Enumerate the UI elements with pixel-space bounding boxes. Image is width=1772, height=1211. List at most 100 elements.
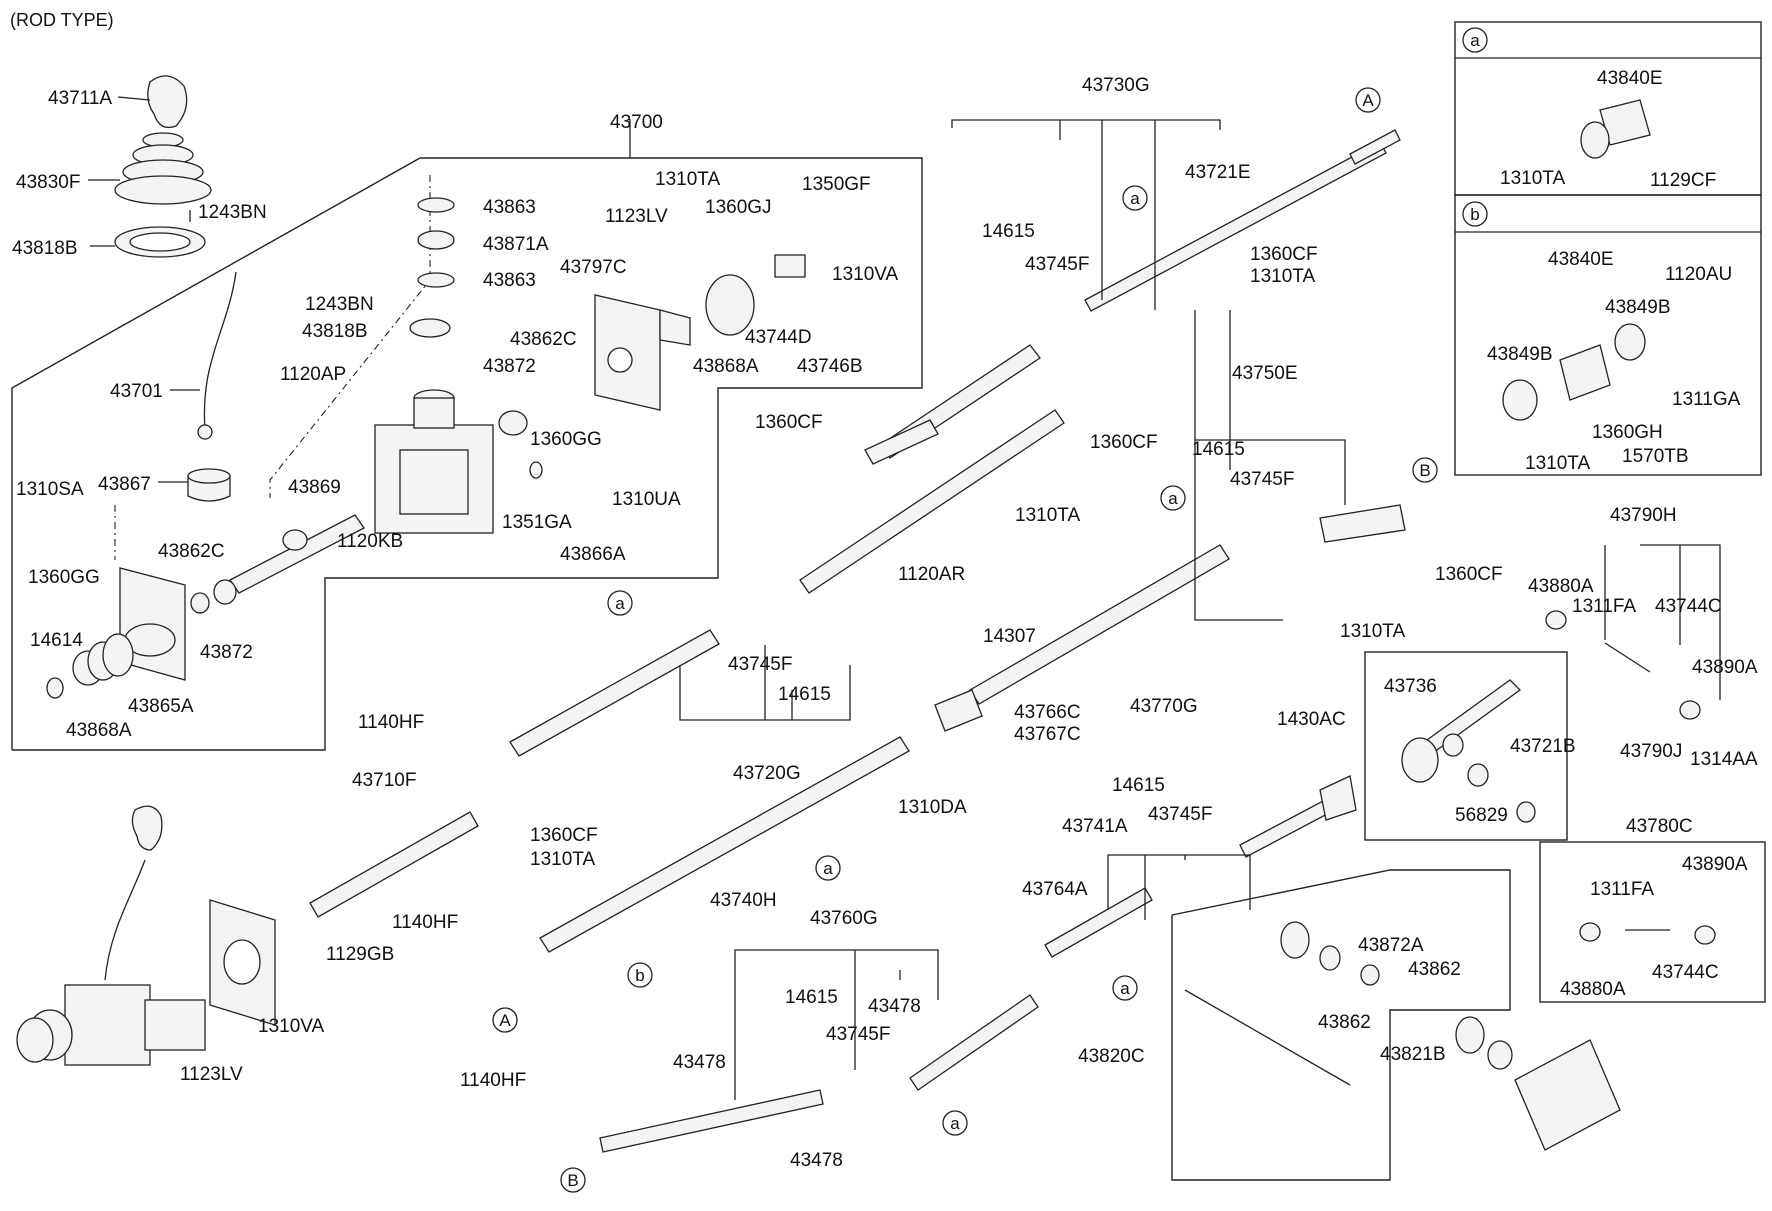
bracket-43820C xyxy=(1514,1039,1621,1151)
selector-housing xyxy=(374,389,494,534)
label-1310SA: 1310SA xyxy=(16,479,84,500)
inset-b-label-1360GH: 1360GH xyxy=(1592,422,1663,443)
svg-text:B: B xyxy=(1419,461,1430,480)
svg-text:A: A xyxy=(499,1011,511,1030)
label-43872A: 43872A xyxy=(1358,935,1424,956)
callout-A-bottom: A xyxy=(492,1007,518,1033)
label-43745F: 43745F xyxy=(1230,469,1294,490)
label-43760G: 43760G xyxy=(810,908,878,929)
label-1310TA: 1310TA xyxy=(1015,505,1080,526)
label-1140HF: 1140HF xyxy=(460,1070,526,1091)
label-43745F: 43745F xyxy=(1025,254,1089,275)
inset-b-label-1120AU: 1120AU xyxy=(1665,264,1732,285)
label-43790J: 43790J xyxy=(1620,741,1682,762)
label-43865A: 43865A xyxy=(128,696,194,717)
label-1310TA: 1310TA xyxy=(1250,266,1315,287)
damper-43750E xyxy=(1319,504,1406,543)
label-1360CF: 1360CF xyxy=(755,412,823,433)
label-1243BN: 1243BN xyxy=(198,202,267,223)
label-43710F: 43710F xyxy=(352,770,416,791)
label-43746B: 43746B xyxy=(797,356,863,377)
label-43745F: 43745F xyxy=(1148,804,1212,825)
label-43730G: 43730G xyxy=(1082,75,1150,96)
label-14615: 14615 xyxy=(1112,775,1165,796)
label-43872: 43872 xyxy=(483,356,536,377)
label-43862C: 43862C xyxy=(510,329,577,350)
label-1350GF: 1350GF xyxy=(802,174,871,195)
callout-a-4: a xyxy=(815,855,841,881)
inset-a-header: a xyxy=(1462,27,1488,53)
label-1140HF: 1140HF xyxy=(392,912,458,933)
label-1360CF: 1360CF xyxy=(1250,244,1318,265)
label-43863: 43863 xyxy=(483,270,536,291)
inset-b-box xyxy=(1454,194,1762,476)
ring-43862C-b xyxy=(190,592,210,614)
inset-b-header: b xyxy=(1462,201,1488,227)
rod-43820C xyxy=(1184,989,1351,1086)
callout-A-top: A xyxy=(1355,87,1381,113)
clamp-43766C xyxy=(934,689,983,732)
svg-text:a: a xyxy=(1130,189,1140,208)
label-14614: 14614 xyxy=(30,630,83,651)
group-43790J-box xyxy=(1364,651,1568,841)
group-43700-outline xyxy=(11,157,923,751)
rod-43760G-upper xyxy=(909,994,1039,1091)
boot-43868A-top xyxy=(705,274,755,336)
label-43790H: 43790H xyxy=(1610,505,1677,526)
rod-43730G-lower xyxy=(864,344,1041,465)
label-43868A: 43868A xyxy=(66,720,132,741)
bushing-43872-a xyxy=(498,410,528,436)
inset-a-label-1129CF: 1129CF xyxy=(1650,170,1716,191)
svg-text:A: A xyxy=(1362,91,1374,110)
label-43818B: 43818B xyxy=(12,238,78,259)
label-43744C: 43744C xyxy=(1652,962,1719,983)
svg-text:B: B xyxy=(567,1171,578,1190)
label-43745F: 43745F xyxy=(826,1024,890,1045)
label-43721B: 43721B xyxy=(1510,736,1576,757)
label-1310UA: 1310UA xyxy=(612,489,681,510)
label-43700: 43700 xyxy=(610,112,663,133)
label-43862: 43862 xyxy=(1408,959,1461,980)
label-1120KB: 1120KB xyxy=(337,531,403,552)
label-1360GG: 1360GG xyxy=(28,567,100,588)
label-1310TA: 1310TA xyxy=(1340,621,1405,642)
label-43818B: 43818B xyxy=(302,321,368,342)
label-43750E: 43750E xyxy=(1232,363,1298,384)
label-43820C: 43820C xyxy=(1078,1046,1145,1067)
transmission-shifter xyxy=(16,805,206,1066)
label-43780C: 43780C xyxy=(1626,816,1693,837)
washer-56829 xyxy=(1467,763,1489,787)
callout-B-right: B xyxy=(1412,457,1438,483)
label-43872: 43872 xyxy=(200,642,253,663)
inset-b-label-43849B: 43849B xyxy=(1487,344,1553,365)
label-43767C: 43767C xyxy=(1014,724,1081,745)
label-1351GA: 1351GA xyxy=(502,512,572,533)
label-43740H: 43740H xyxy=(710,890,777,911)
label-1360CF: 1360CF xyxy=(530,825,598,846)
label-1360CF: 1360CF xyxy=(1090,432,1158,453)
label-43766C: 43766C xyxy=(1014,702,1081,723)
label-1360GJ: 1360GJ xyxy=(705,197,772,218)
label-1243BN: 1243BN xyxy=(305,294,374,315)
rod-43740H xyxy=(539,736,910,953)
snap-ring-43863-a xyxy=(417,197,455,213)
label-43478: 43478 xyxy=(868,996,921,1017)
rod-43721E xyxy=(1084,129,1401,312)
label-14615: 14615 xyxy=(778,684,831,705)
label-43797C: 43797C xyxy=(560,257,627,278)
inset-b-label-1310TA: 1310TA xyxy=(1525,453,1590,474)
rod-43720G xyxy=(509,629,720,757)
label-43736: 43736 xyxy=(1384,676,1437,697)
bushing-43872-b xyxy=(213,579,237,605)
callout-B-bottom: B xyxy=(560,1167,586,1193)
rod-43770G xyxy=(1239,775,1357,858)
label-43890A: 43890A xyxy=(1682,854,1748,875)
label-43862: 43862 xyxy=(1318,1012,1371,1033)
svg-text:a: a xyxy=(823,859,833,878)
label-43863: 43863 xyxy=(483,197,536,218)
label-43720G: 43720G xyxy=(733,763,801,784)
label-43744D: 43744D xyxy=(745,327,812,348)
label-43764A: 43764A xyxy=(1022,879,1088,900)
callout-b-1: b xyxy=(627,962,653,988)
